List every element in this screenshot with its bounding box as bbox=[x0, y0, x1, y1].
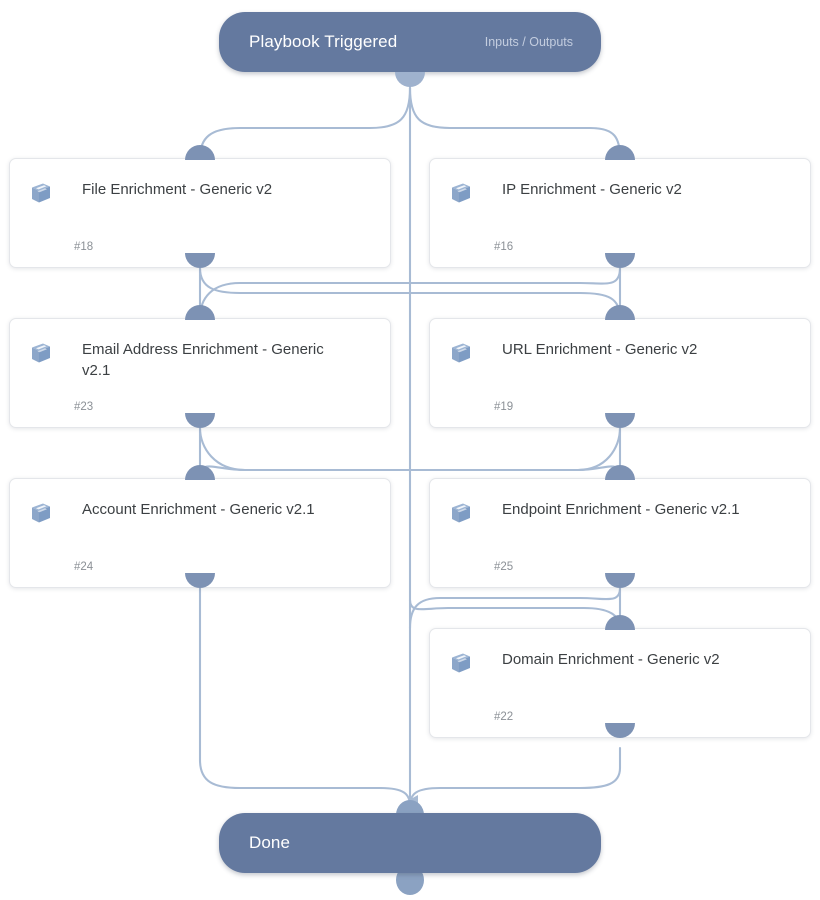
port-out-trigger[interactable] bbox=[395, 72, 425, 87]
node-file-enrichment[interactable]: File Enrichment - Generic v2 #18 bbox=[9, 158, 391, 268]
port-out-email-address-enrichment[interactable] bbox=[185, 413, 215, 428]
node-account-enrichment[interactable]: Account Enrichment - Generic v2.1 #24 bbox=[9, 478, 391, 588]
port-in-domain-enrichment[interactable] bbox=[605, 615, 635, 630]
port-out-account-enrichment[interactable] bbox=[185, 573, 215, 588]
wire-url-to-account bbox=[198, 426, 622, 484]
port-in-url-enrichment[interactable] bbox=[605, 305, 635, 320]
port-in-account-enrichment[interactable] bbox=[185, 465, 215, 480]
card-title: URL Enrichment - Generic v2 bbox=[502, 341, 698, 358]
card-task-id: #23 bbox=[74, 401, 94, 413]
card-head: Account Enrichment - Generic v2.1 bbox=[10, 479, 390, 526]
port-in-email-address-enrichment[interactable] bbox=[185, 305, 215, 320]
wire-email-to-endpoint bbox=[198, 426, 629, 483]
port-out-domain-enrichment[interactable] bbox=[605, 723, 635, 738]
wire-trigger-to-file bbox=[198, 86, 412, 164]
card-task-id: #25 bbox=[494, 561, 514, 573]
card-head: Domain Enrichment - Generic v2 bbox=[430, 629, 810, 676]
wire-endpoint-branch-left bbox=[408, 586, 622, 630]
card-title: File Enrichment - Generic v2 bbox=[82, 181, 273, 198]
book-icon bbox=[28, 500, 54, 526]
book-icon bbox=[448, 650, 474, 676]
port-in-ip-enrichment[interactable] bbox=[605, 145, 635, 160]
wire-ip-to-email bbox=[198, 266, 622, 324]
wire-trunk-to-domain bbox=[408, 598, 629, 633]
card-title: Domain Enrichment - Generic v2 bbox=[502, 651, 720, 668]
port-out-url-enrichment[interactable] bbox=[605, 413, 635, 428]
card-title: Account Enrichment - Generic v2.1 bbox=[82, 501, 315, 518]
card-head: Endpoint Enrichment - Generic v2.1 bbox=[430, 479, 810, 526]
wire-file-to-url bbox=[198, 266, 629, 323]
card-head: URL Enrichment - Generic v2 bbox=[430, 319, 810, 366]
port-out-file-enrichment[interactable] bbox=[185, 253, 215, 268]
trigger-title: Playbook Triggered bbox=[249, 32, 398, 51]
card-task-id: #19 bbox=[494, 401, 514, 413]
trigger-inputs-outputs-link[interactable]: Inputs / Outputs bbox=[484, 35, 573, 49]
card-task-id: #18 bbox=[74, 241, 94, 253]
card-task-id: #16 bbox=[494, 241, 514, 253]
card-title: IP Enrichment - Generic v2 bbox=[502, 181, 682, 198]
book-icon bbox=[448, 180, 474, 206]
book-icon bbox=[448, 500, 474, 526]
wire-account-to-done bbox=[198, 586, 419, 811]
card-head: File Enrichment - Generic v2 bbox=[10, 159, 390, 206]
node-domain-enrichment[interactable]: Domain Enrichment - Generic v2 #22 bbox=[429, 628, 811, 738]
node-done[interactable]: Done bbox=[219, 813, 601, 873]
node-ip-enrichment[interactable]: IP Enrichment - Generic v2 #16 bbox=[429, 158, 811, 268]
node-email-address-enrichment[interactable]: Email Address Enrichment - Generic v2.1 … bbox=[9, 318, 391, 428]
port-in-endpoint-enrichment[interactable] bbox=[605, 465, 635, 480]
done-title: Done bbox=[249, 833, 291, 852]
card-task-id: #22 bbox=[494, 711, 514, 723]
port-out-ip-enrichment[interactable] bbox=[605, 253, 635, 268]
card-head: IP Enrichment - Generic v2 bbox=[430, 159, 810, 206]
card-task-id: #24 bbox=[74, 561, 94, 573]
book-icon bbox=[28, 180, 54, 206]
port-out-endpoint-enrichment[interactable] bbox=[605, 573, 635, 588]
port-in-file-enrichment[interactable] bbox=[185, 145, 215, 160]
card-head: Email Address Enrichment - Generic v2.1 bbox=[10, 319, 390, 381]
node-url-enrichment[interactable]: URL Enrichment - Generic v2 #19 bbox=[429, 318, 811, 428]
node-endpoint-enrichment[interactable]: Endpoint Enrichment - Generic v2.1 #25 bbox=[429, 478, 811, 588]
book-icon bbox=[448, 340, 474, 366]
card-title: Email Address Enrichment - Generic v2.1 bbox=[82, 341, 324, 379]
wire-trigger-to-ip bbox=[408, 86, 629, 163]
book-icon bbox=[28, 340, 54, 366]
wire-domain-to-done bbox=[408, 746, 622, 812]
card-title: Endpoint Enrichment - Generic v2.1 bbox=[502, 501, 740, 518]
node-playbook-triggered[interactable]: Playbook Triggered Inputs / Outputs bbox=[219, 12, 601, 72]
